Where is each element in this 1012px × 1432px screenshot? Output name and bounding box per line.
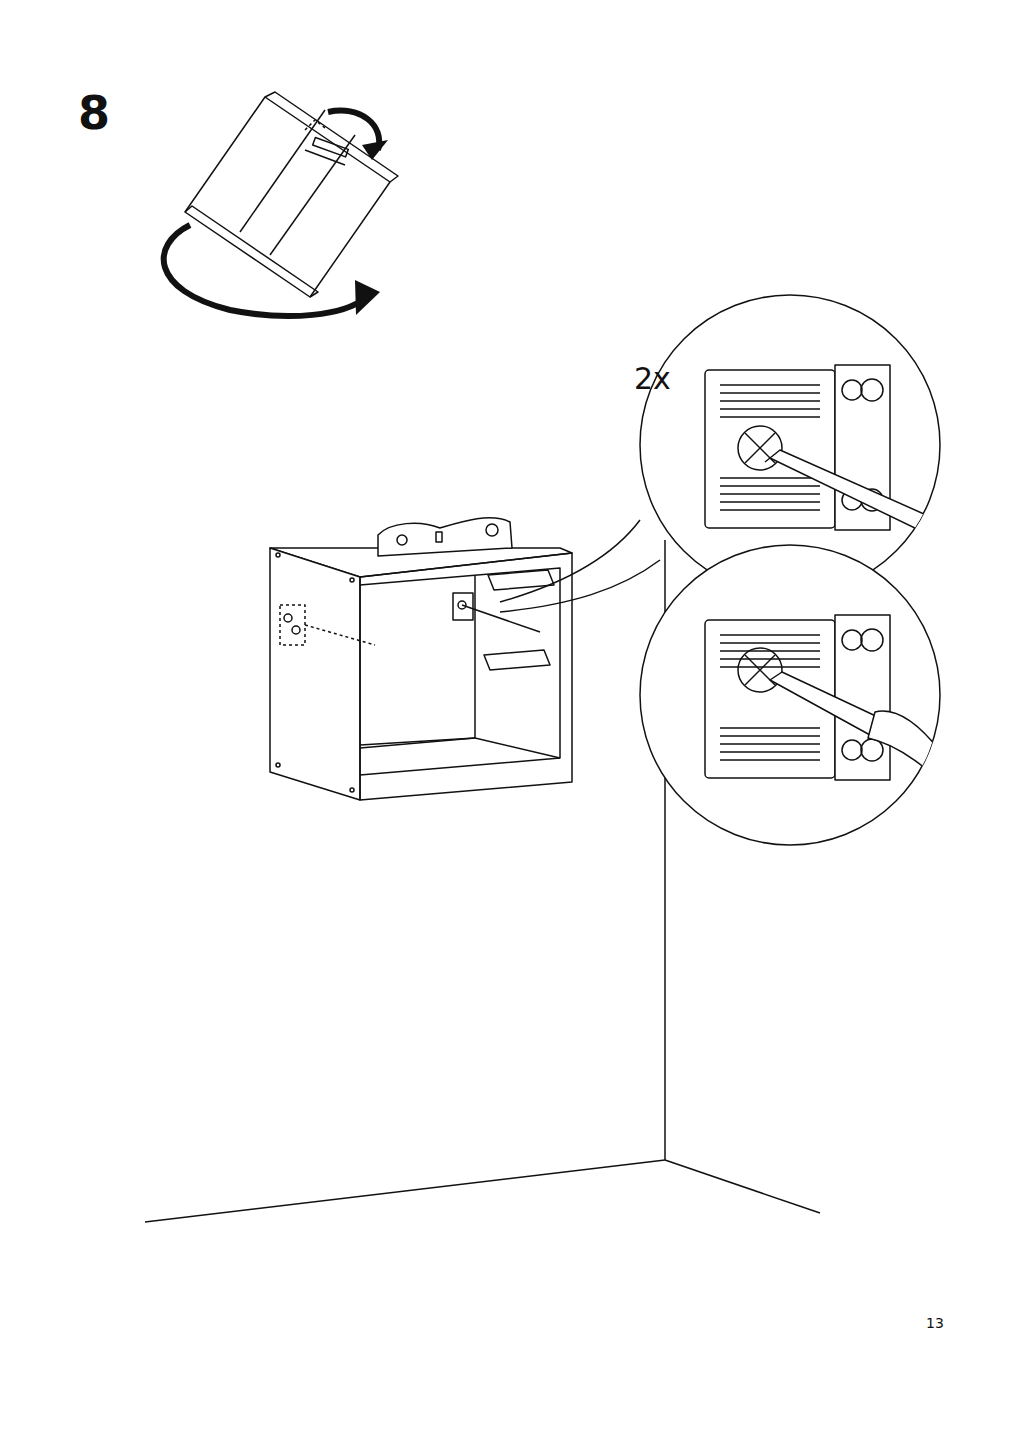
quantity-label: 2x xyxy=(634,364,671,394)
rotating-cabinet xyxy=(185,92,398,297)
page-number: 13 xyxy=(926,1316,944,1330)
wall-cabinet xyxy=(270,518,572,800)
step-number: 8 xyxy=(78,90,110,136)
